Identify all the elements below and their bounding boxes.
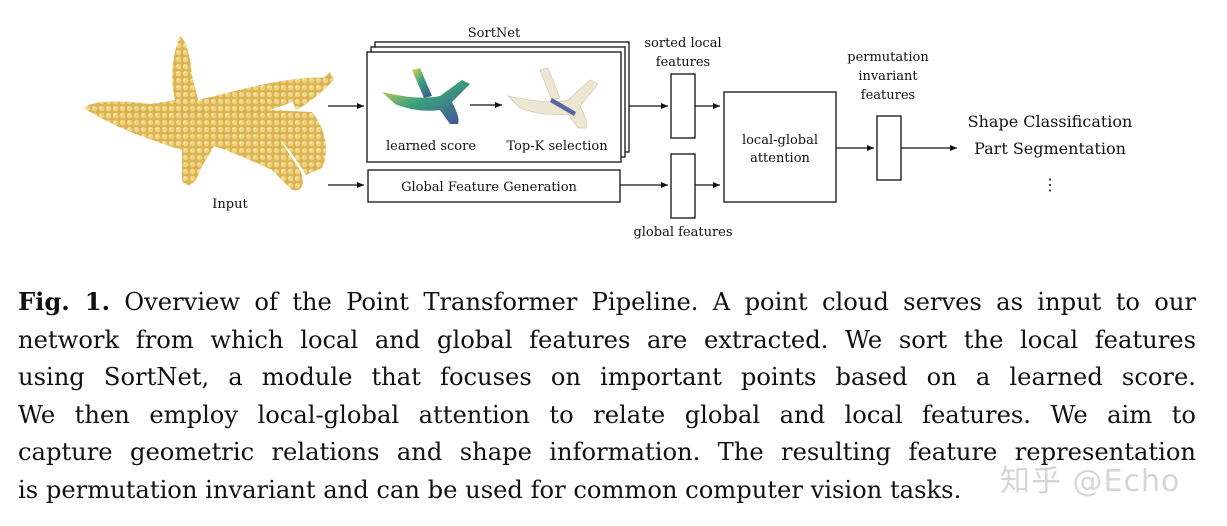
learned-score-label: learned score [386, 139, 476, 154]
output-part-segmentation: Part Segmentation [974, 139, 1126, 158]
caption-line-1: Fig. 1. Overview of the Point Transforme… [18, 283, 1196, 322]
sortnet-label: SortNet [468, 26, 521, 41]
output-shape-classification: Shape Classification [968, 112, 1133, 131]
perm-invariant-features-box [876, 115, 902, 181]
caption-line-5: capture geometric relations and shape in… [18, 438, 1196, 467]
perm-label-3: features [861, 88, 915, 103]
caption-line-4: We then employ local-global attention to… [18, 400, 1196, 429]
sorted-local-label-2: features [656, 55, 710, 70]
caption-line-6: is permutation invariant and can be used… [18, 475, 962, 504]
global-features-label: global features [633, 225, 732, 240]
output-ellipsis: ⋮ [1042, 175, 1058, 194]
global-gen-label: Global Feature Generation [401, 180, 577, 195]
caption-fig-label: Fig. 1. [18, 287, 110, 316]
pipeline-diagram: Input SortNet learned score Top-K select… [84, 26, 1133, 240]
input-label: Input [212, 197, 248, 212]
topk-label: Top-K selection [506, 139, 608, 154]
figure-caption: Fig. 1. Overview of the Point Transforme… [18, 283, 1196, 510]
perm-label-2: invariant [858, 69, 918, 84]
sorted-local-features-box [670, 73, 696, 139]
topk-plane [506, 67, 599, 129]
sorted-local-label-1: sorted local [644, 36, 721, 51]
attention-box [723, 91, 837, 203]
global-features-box [670, 153, 696, 219]
caption-line-1-text: Overview of the Point Transformer Pipeli… [109, 288, 1196, 316]
learned-score-plane [382, 68, 470, 124]
watermark: 知乎 @Echo [1000, 464, 1181, 499]
attention-label-1: local-global [742, 133, 818, 148]
global-feature-generation-box [367, 169, 621, 203]
caption-line-2: network from which local and global feat… [18, 325, 1196, 354]
caption-line-3: using SortNet, a module that focuses on … [18, 363, 1196, 392]
attention-label-2: attention [750, 151, 810, 166]
perm-label-1: permutation [847, 50, 929, 65]
input-point-cloud [84, 36, 334, 191]
